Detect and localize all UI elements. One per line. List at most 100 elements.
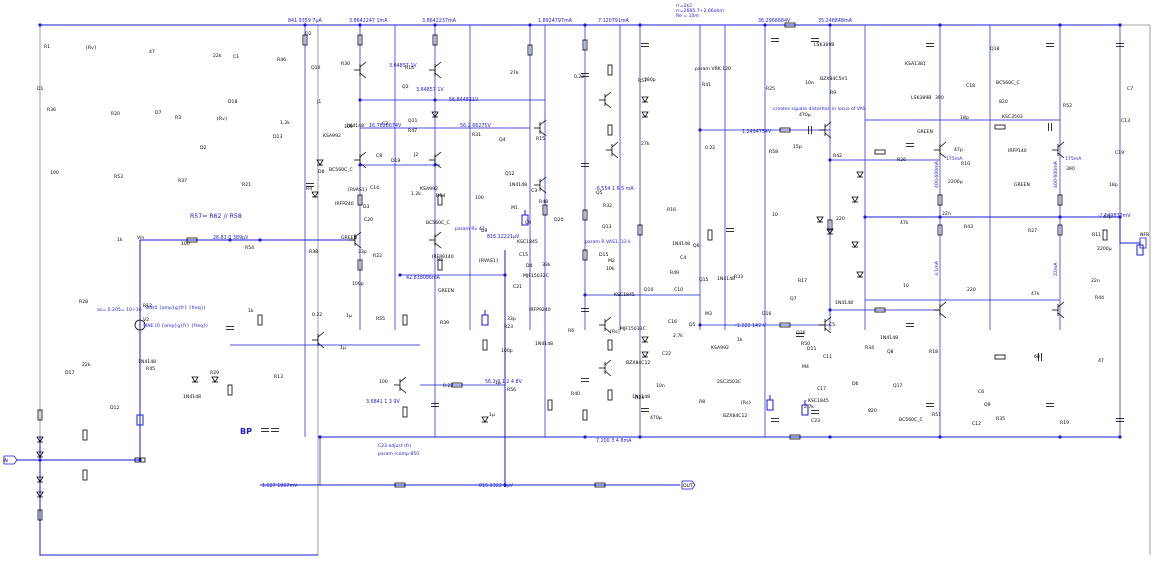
transistor-label: Q6 [693,243,700,249]
node-voltage: 7.200 3 4 8mA [596,438,632,444]
resistor-label: R54 [245,245,254,251]
resistor-label: {RVAS1} [347,187,368,193]
junction-dot [528,23,532,27]
diode-label: 1N4148 [346,123,364,129]
transistor-label: GREEN [1014,182,1030,188]
transistor [399,387,407,394]
transistor [317,342,325,349]
resistor [607,64,613,76]
resistor-label: R6 [568,328,574,334]
capacitor-label: C19 [1115,150,1124,156]
resistor-label: R29 [210,370,219,376]
source-value: SINE (0 {amp}g{fr} {freq}) [143,323,208,329]
resistor-label: 0.22 [705,145,715,151]
transistor [399,376,407,383]
transistor-label: J1 [316,99,321,105]
resistor [357,34,363,46]
transistor-label: BC560C_C [426,220,450,226]
current-label: 3.1mA [934,260,940,276]
annotation: C23 adjust (fr) [378,443,411,449]
capacitor-label: C1 [233,54,239,60]
resistor-label: {Rv} [85,45,97,51]
current-label: 400-600mA [1053,160,1059,188]
resistor-label: 820 [999,99,1008,105]
resistor-label: 0.22 [574,74,584,80]
junction-dot [1058,435,1062,439]
resistor-label: R49 [670,270,679,276]
resistor [542,204,548,216]
transistor [434,242,442,249]
param-vrk: param VRK 120 [695,66,731,72]
resistor-label: R17 [798,278,807,284]
diode-label: D2 [200,145,207,151]
node-voltage: 35.246848mA [818,18,853,24]
resistor [437,259,443,271]
diode [851,241,859,248]
resistor-label: R14 [405,65,414,71]
transistor [824,121,832,128]
transistor-label: Q18 [990,46,1000,52]
junction-dot [503,483,507,487]
transistor [604,316,612,323]
node-voltage: 816.12221µV [487,234,520,240]
resistor-label: R16 [667,207,676,213]
transistor-label: KSA992 [420,186,438,192]
diode [826,228,834,235]
capacitor-label: C20 [364,217,373,223]
resistor-label: R52 [1063,103,1072,109]
annotation: param Rv 47 [455,226,485,232]
resistor [357,194,363,206]
resistor [874,307,886,313]
transistor-label: Q11 [408,118,418,124]
capacitor-label: 18p [1109,182,1118,188]
resistor-label: R15 [536,136,545,142]
resistor [437,194,443,206]
ground-symbol [521,214,529,226]
capacitor-label: 100p [501,348,513,354]
capacitor-label: 10n [805,80,814,86]
resistor [82,429,88,441]
resistor-label: 47k [1031,291,1040,297]
input-line [15,330,141,461]
transistor [1057,152,1065,159]
node-voltage: -1.222 142 V [735,323,767,329]
resistor-label: R18 [929,349,938,355]
resistor-label: R8 [699,399,705,405]
capacitor-label: 18p [960,115,969,121]
diode-label: 1N4148 [672,241,690,247]
diode [36,491,44,498]
resistor-label: R26 [897,157,906,163]
junction-dot [503,273,507,277]
transistor [354,242,362,249]
junction-dot [828,308,832,312]
node-voltage: 56.844821V [449,97,479,103]
capacitor-label: 1µ [495,380,501,386]
diode [316,159,324,166]
resistor-label: R50 [801,341,810,347]
transistor [359,151,367,158]
resistor-label: R38 [309,249,318,255]
capacitor-label: C11 [823,354,832,360]
resistor [707,229,713,241]
resistor [994,354,1006,360]
junction-dot [1118,23,1122,27]
transistor-label: Q13 [602,224,612,230]
top-note: Re = 10m [676,13,699,19]
ground-symbol [1136,244,1144,256]
capacitor-label: C2 [382,121,388,127]
transistor-label: KSC1845 [614,292,635,298]
resistor-label: 100 [344,124,353,130]
resistor-label: R9 [830,90,836,96]
resistor [37,509,43,521]
resistor-label: R28 [79,299,88,305]
resistor-label: {Rs} [740,400,752,406]
junction-dot [1058,23,1062,27]
resistor [607,124,613,136]
transistor-label: MJF15032C [523,273,549,279]
diode-label: 1N4148 [835,300,853,306]
resistor [779,127,791,133]
resistor [594,482,606,488]
transistor-label: GREEN [917,129,933,135]
junction-dot [763,23,767,27]
capacitor-label: C23 [811,418,820,424]
